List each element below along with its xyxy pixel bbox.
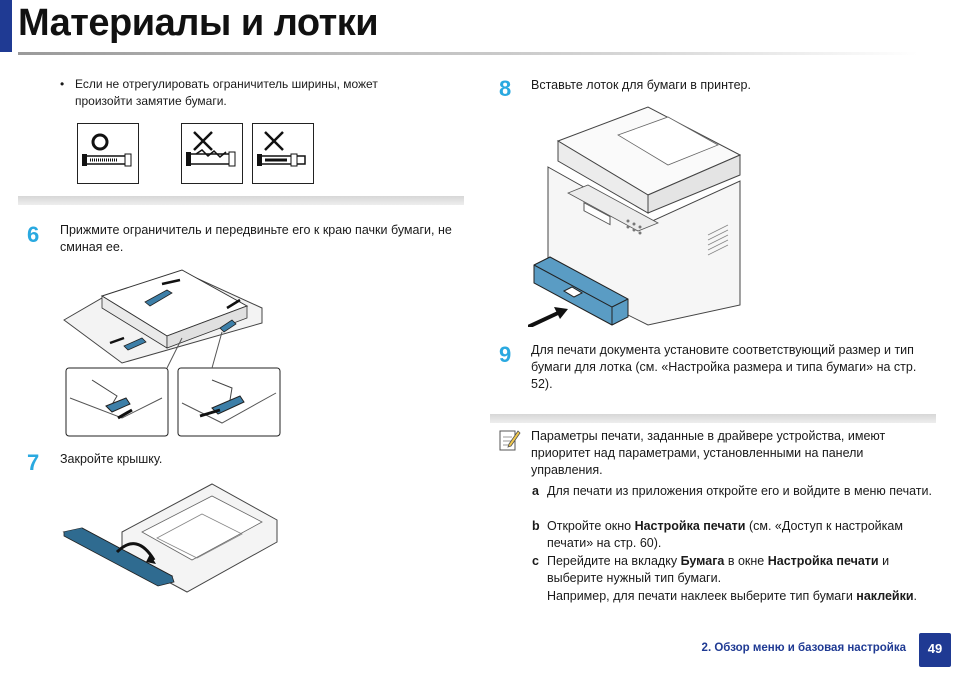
section-divider-left bbox=[18, 196, 464, 205]
note-item-a-label: a bbox=[532, 484, 539, 498]
note-example-text: Например, для печати наклеек выберите ти… bbox=[547, 588, 942, 605]
header-accent-bar bbox=[0, 0, 12, 52]
step-6-text: Прижмите ограничитель и передвиньте его … bbox=[60, 223, 452, 254]
page-number-badge: 49 bbox=[919, 633, 951, 667]
note-item-a-text: Для печати из приложения откройте его и … bbox=[547, 484, 932, 498]
printer-insert-tray-illustration bbox=[527, 105, 744, 329]
note-example-pre: Например, для печати наклеек выберите ти… bbox=[547, 589, 857, 603]
page-title: Материалы и лотки bbox=[18, 2, 379, 44]
step-8-number: 8 bbox=[499, 76, 512, 101]
note-item-b-pre: Откройте окно bbox=[547, 519, 635, 533]
note-item-c-label: c bbox=[532, 554, 539, 568]
step-9-number: 9 bbox=[499, 342, 512, 367]
bullet-text: Если не отрегулировать ограничитель шири… bbox=[75, 77, 378, 108]
guide-wrong-illustration-1 bbox=[181, 123, 243, 184]
step-9-text: Для печати документа установите соответс… bbox=[531, 343, 917, 391]
note-item-c-post: и выберите нужный тип бумаги. bbox=[547, 554, 890, 585]
note-item-c-bold1: Бумага bbox=[680, 554, 725, 568]
note-item-b-bold: Настройка печати bbox=[634, 519, 746, 533]
section-divider-right bbox=[490, 414, 936, 423]
footer-chapter-link[interactable]: 2. Обзор меню и базовая настройка bbox=[701, 642, 906, 654]
note-item-c-mid: в окне bbox=[724, 554, 768, 568]
step-7-text: Закройте крышку. bbox=[60, 452, 163, 466]
step-8-text: Вставьте лоток для бумаги в принтер. bbox=[531, 78, 751, 92]
close-tray-cover-illustration bbox=[62, 482, 284, 600]
guide-correct-illustration bbox=[77, 123, 139, 184]
paper-tray-guide-illustration bbox=[62, 268, 284, 438]
note-intro-text: Параметры печати, заданные в драйвере ус… bbox=[531, 429, 886, 477]
note-item-c-pre: Перейдите на вкладку bbox=[547, 554, 681, 568]
note-pencil-icon bbox=[499, 428, 521, 452]
note-item-c-text: Перейдите на вкладку Бумага в окне Настр… bbox=[547, 553, 937, 587]
guide-wrong-illustration-2 bbox=[252, 123, 314, 184]
step-7-number: 7 bbox=[27, 450, 40, 475]
bullet-glyph: • bbox=[60, 77, 65, 91]
note-item-b-post: (см. «Доступ к настройкам печати» на стр… bbox=[547, 519, 903, 550]
note-example-bold: наклейки bbox=[856, 589, 914, 603]
note-item-b-label: b bbox=[532, 519, 540, 533]
note-item-c-bold2: Настройка печати bbox=[767, 554, 879, 568]
note-example-post: . bbox=[913, 589, 918, 603]
step-6-number: 6 bbox=[27, 222, 40, 247]
note-item-b-text: Откройте окно Настройка печати (см. «Дос… bbox=[547, 518, 937, 552]
title-rule bbox=[18, 52, 918, 55]
